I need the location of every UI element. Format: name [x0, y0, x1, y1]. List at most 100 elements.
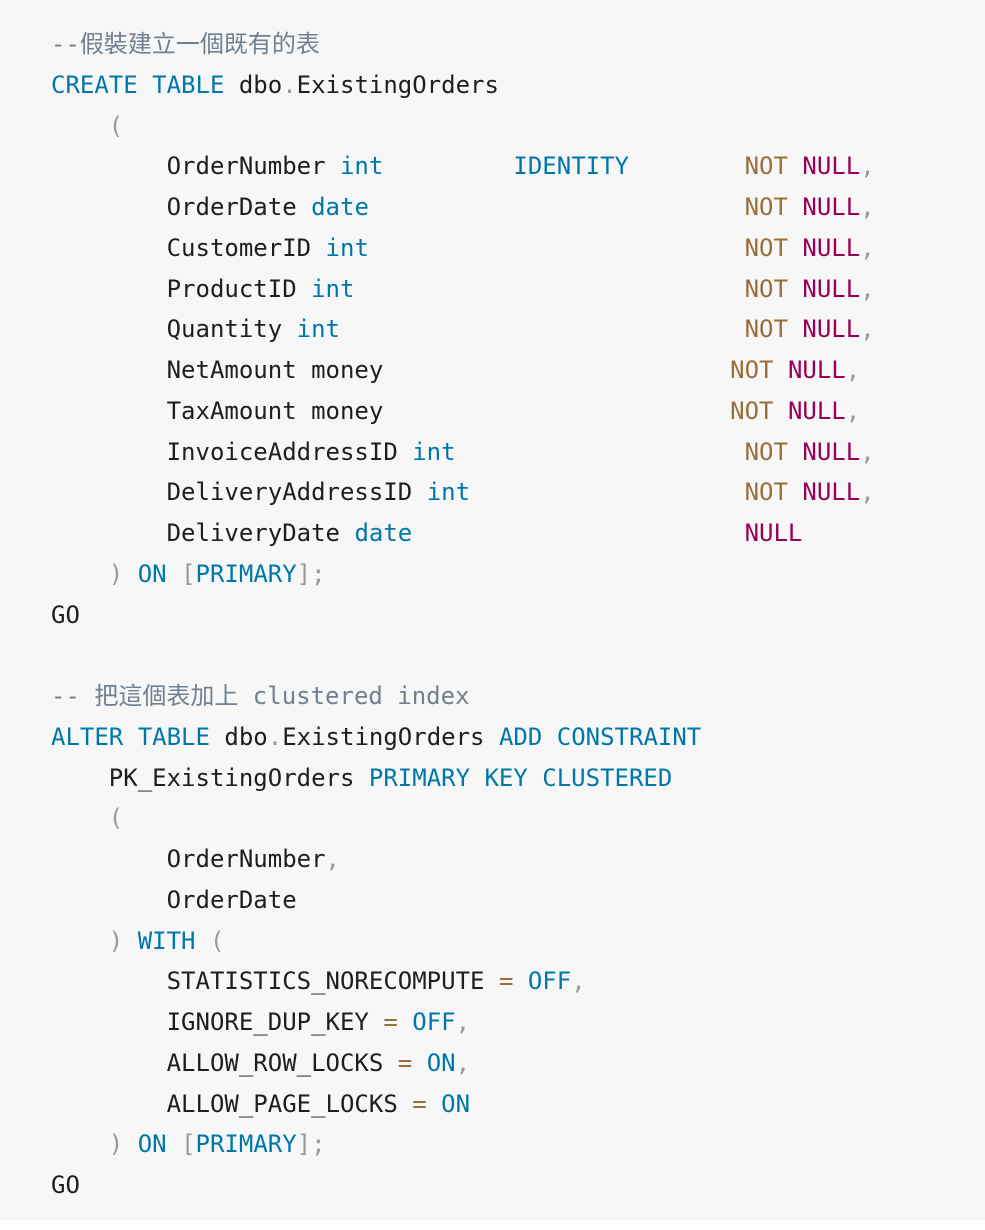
code-line: ProductID int NOT NULL,: [51, 269, 875, 310]
code-token: [369, 234, 745, 262]
code-token: DeliveryAddressID: [51, 478, 427, 507]
code-line: ALTER TABLE dbo.ExistingOrders ADD CONST…: [51, 717, 875, 758]
code-token: [51, 112, 109, 140]
code-token: int: [311, 274, 355, 303]
code-token: [369, 193, 745, 221]
code-token: ALLOW_ROW_LOCKS: [51, 1048, 398, 1077]
code-token: [167, 560, 181, 588]
code-line: Quantity int NOT NULL,: [51, 309, 875, 350]
code-token: [51, 804, 109, 832]
code-token: int: [339, 152, 384, 181]
code-token: OFF: [527, 967, 572, 996]
code-token: (: [108, 111, 124, 140]
code-line: GO: [51, 595, 875, 636]
code-token: IGNORE_DUP_KEY: [51, 1008, 384, 1036]
code-token: ,: [455, 1008, 471, 1036]
code-token: [456, 438, 745, 466]
code-token: NOT: [744, 233, 788, 262]
code-token: NOT: [744, 274, 788, 303]
code-token: [51, 560, 109, 588]
code-token: [123, 927, 137, 955]
code-token: ];: [296, 559, 326, 588]
code-token: [788, 478, 802, 506]
code-token: -- 把這個表加上 clustered index: [51, 682, 470, 710]
code-token: ON: [137, 1130, 167, 1159]
code-line: OrderDate: [51, 880, 875, 921]
code-token: [123, 1130, 137, 1158]
code-token: NULL: [802, 193, 861, 221]
code-token: NOT: [730, 396, 774, 425]
code-line: NetAmount money NOT NULL,: [51, 350, 875, 391]
code-token: [788, 234, 802, 262]
code-token: .: [267, 722, 283, 751]
code-token: ,: [860, 437, 875, 466]
code-token: ExistingOrders: [296, 70, 499, 99]
code-line: [51, 635, 875, 676]
code-token: [398, 1008, 412, 1036]
code-token: [629, 152, 745, 180]
code-token: int: [412, 437, 456, 466]
code-token: CREATE TABLE: [51, 70, 225, 99]
code-line: ) ON [PRIMARY];: [51, 554, 875, 595]
code-token: NOT: [730, 356, 774, 384]
code-token: STATISTICS_NORECOMPUTE: [51, 967, 499, 996]
code-token: PRIMARY KEY CLUSTERED: [368, 763, 673, 792]
code-line: DeliveryDate date NULL: [51, 513, 875, 554]
code-token: ,: [860, 315, 875, 344]
code-token: ExistingOrders: [282, 722, 499, 751]
code-token: NULL: [787, 356, 846, 384]
code-token: WITH: [137, 926, 196, 955]
code-token: int: [426, 478, 471, 507]
code-token: ALTER TABLE: [51, 722, 210, 751]
code-token: NetAmount money: [51, 356, 731, 384]
code-token: DeliveryDate: [51, 519, 355, 547]
code-token: PRIMARY: [195, 559, 297, 588]
code-token: NULL: [802, 274, 861, 303]
code-token: PK_ExistingOrders: [51, 763, 369, 792]
code-line: InvoiceAddressID int NOT NULL,: [51, 432, 875, 473]
code-token: NULL: [802, 437, 861, 466]
code-line: DeliveryAddressID int NOT NULL,: [51, 472, 875, 513]
code-token: NULL: [802, 315, 861, 344]
code-token: OrderNumber: [51, 152, 340, 181]
code-token: date: [354, 519, 413, 547]
code-token: NULL: [802, 152, 861, 181]
code-line: ALLOW_ROW_LOCKS = ON,: [51, 1043, 875, 1084]
code-token: NULL: [802, 478, 861, 507]
code-line: CREATE TABLE dbo.ExistingOrders: [51, 65, 875, 106]
code-token: ,: [455, 1048, 471, 1077]
code-line: OrderNumber,: [51, 839, 875, 880]
code-token: ,: [845, 356, 861, 384]
code-token: ,: [860, 478, 875, 507]
code-line: --假裝建立一個既有的表: [51, 24, 875, 65]
code-token: .: [282, 70, 297, 99]
code-token: [788, 315, 802, 343]
code-token: dbo: [209, 722, 268, 751]
code-line: ) ON [PRIMARY];: [51, 1124, 875, 1165]
code-token: ,: [325, 845, 340, 873]
code-line: STATISTICS_NORECOMPUTE = OFF,: [51, 961, 875, 1002]
code-token: (: [209, 926, 225, 955]
code-line: -- 把這個表加上 clustered index: [51, 676, 875, 717]
code-token: ,: [571, 967, 586, 996]
code-token: [513, 967, 527, 995]
code-line: (: [51, 106, 875, 147]
code-token: [123, 560, 137, 588]
code-token: ,: [860, 152, 875, 181]
code-token: NULL: [744, 519, 803, 547]
code-token: date: [311, 193, 369, 221]
code-line: OrderDate date NOT NULL,: [51, 187, 875, 228]
code-token: IDENTITY: [513, 152, 629, 181]
code-token: ProductID: [51, 274, 312, 303]
code-line: GO: [51, 1165, 875, 1206]
code-token: InvoiceAddressID: [51, 437, 413, 466]
code-token: [773, 397, 787, 425]
code-token: ON: [137, 559, 167, 588]
code-token: [51, 927, 109, 955]
code-token: =: [383, 1008, 398, 1036]
code-token: ADD CONSTRAINT: [498, 722, 702, 751]
code-token: [412, 519, 744, 547]
code-token: ALLOW_PAGE_LOCKS: [51, 1089, 413, 1118]
